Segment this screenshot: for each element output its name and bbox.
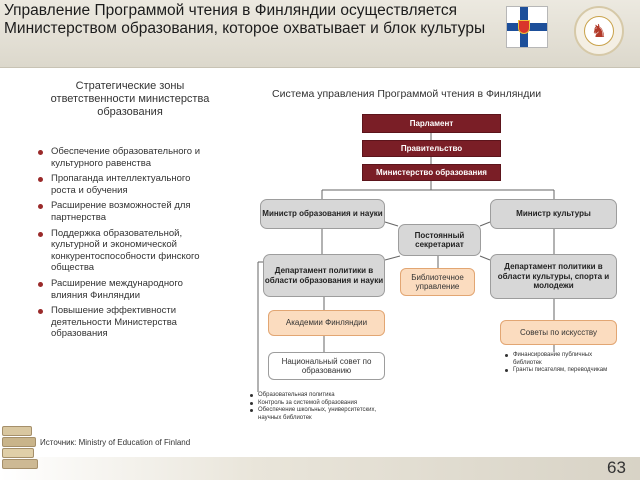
education-policy-list: Образовательная политика Контроль за сис… — [250, 392, 390, 422]
bullet-icon — [250, 394, 253, 397]
list-item: Повышение эффективности деятельности Мин… — [38, 305, 216, 340]
bullet-icon — [38, 150, 43, 155]
list-item: Поддержка образовательной, культурной и … — [38, 228, 216, 274]
list-item: Контроль за системой образования — [250, 400, 390, 408]
slide-title: Управление Программой чтения в Финляндии… — [4, 2, 486, 37]
arts-councils-box: Советы по искусству — [500, 320, 617, 345]
secretariat-box: Постоянный секретариат — [398, 224, 481, 256]
diagram-title: Система управления Программой чтения в Ф… — [272, 88, 542, 100]
list-item: Расширение возможностей для партнерства — [38, 200, 216, 223]
source-note: Источник: Ministry of Education of Finla… — [40, 438, 191, 447]
ministry-emblem-icon: ♞ — [574, 6, 624, 56]
bullet-icon — [250, 409, 253, 412]
page-number: 63 — [607, 458, 626, 477]
footer-band — [0, 457, 640, 480]
dept-culture-box: Департамент политики в области культуры,… — [490, 254, 617, 299]
list-item: Расширение международного влияния Финлян… — [38, 278, 216, 301]
bullet-icon — [38, 204, 43, 210]
finland-flag-icon — [506, 6, 548, 48]
list-item: Пропаганда интеллектуального роста и обу… — [38, 173, 216, 196]
list-item: Образовательная политика — [250, 392, 390, 400]
ministry-box: Министерство образования — [362, 164, 501, 181]
connector-line — [384, 221, 399, 227]
strategic-zones-list: Обеспечение образовательного и культурно… — [38, 146, 216, 344]
parliament-box: Парламент — [362, 114, 501, 133]
list-item: Финансирование публичных библиотек — [505, 352, 615, 367]
connector-line — [384, 255, 401, 261]
bullet-icon — [38, 231, 43, 237]
list-item: Обеспечение школьных, университетских, н… — [250, 407, 390, 422]
slide-header: Управление Программой чтения в Финляндии… — [0, 0, 640, 68]
connector-line — [479, 255, 491, 261]
strategic-zones-heading: Стратегические зоны ответственности мини… — [50, 80, 210, 118]
bullet-icon — [38, 177, 43, 183]
library-admin-box: Библиотечное управление — [400, 268, 475, 296]
government-box: Правительство — [362, 140, 501, 157]
bullet-icon — [38, 309, 43, 315]
list-item: Обеспечение образовательного и культурно… — [38, 146, 216, 169]
bullet-icon — [505, 354, 508, 357]
bullet-icon — [250, 401, 253, 405]
bullet-icon — [38, 281, 43, 287]
bullet-icon — [505, 369, 508, 372]
academy-box: Академии Финляндии — [268, 310, 385, 336]
connector-line — [479, 221, 491, 227]
books-icon — [0, 420, 44, 478]
minister-culture-box: Министр культуры — [490, 199, 617, 229]
dept-education-box: Департамент политики в области образован… — [263, 254, 385, 297]
national-council-box: Национальный совет по образованию — [268, 352, 385, 380]
culture-funding-list: Финансирование публичных библиотек Грант… — [505, 352, 615, 375]
minister-education-box: Министр образования и науки — [260, 199, 385, 229]
list-item: Гранты писателям, переводчикам — [505, 367, 615, 375]
